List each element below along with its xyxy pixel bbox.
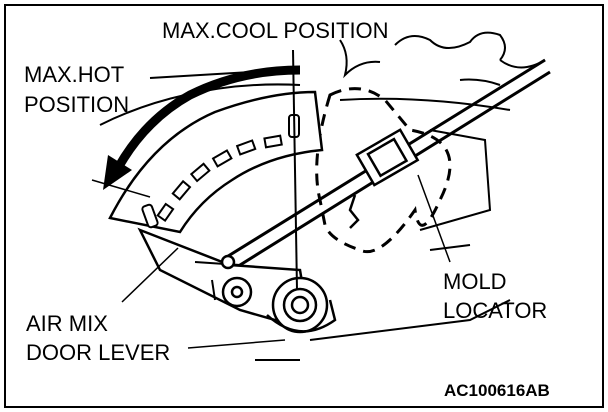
air-mix-label-line2: DOOR LEVER — [26, 340, 170, 365]
air-mix-label-line1: AIR MIX — [26, 311, 108, 336]
rotation-arrow — [114, 65, 301, 171]
sector-slots — [156, 134, 283, 222]
diagram-frame — [4, 4, 604, 408]
max-hot-label-line1: MAX.HOT — [24, 62, 124, 87]
max-cool-label: MAX.COOL POSITION — [162, 18, 389, 43]
mold-label-line1: MOLD — [443, 269, 507, 294]
figure-code: AC100616AB — [444, 381, 550, 400]
locator-tab — [348, 194, 360, 229]
max-cool-pointer-line — [292, 49, 298, 291]
arrow-head — [103, 155, 132, 190]
mold-label-line2: LOCATOR — [443, 298, 547, 323]
lever-pivot — [220, 254, 329, 334]
max-hot-label-line2: POSITION — [24, 92, 129, 117]
mold-locator-clip — [355, 128, 420, 187]
mold-outline — [315, 87, 452, 253]
leader-lines — [91, 174, 451, 349]
